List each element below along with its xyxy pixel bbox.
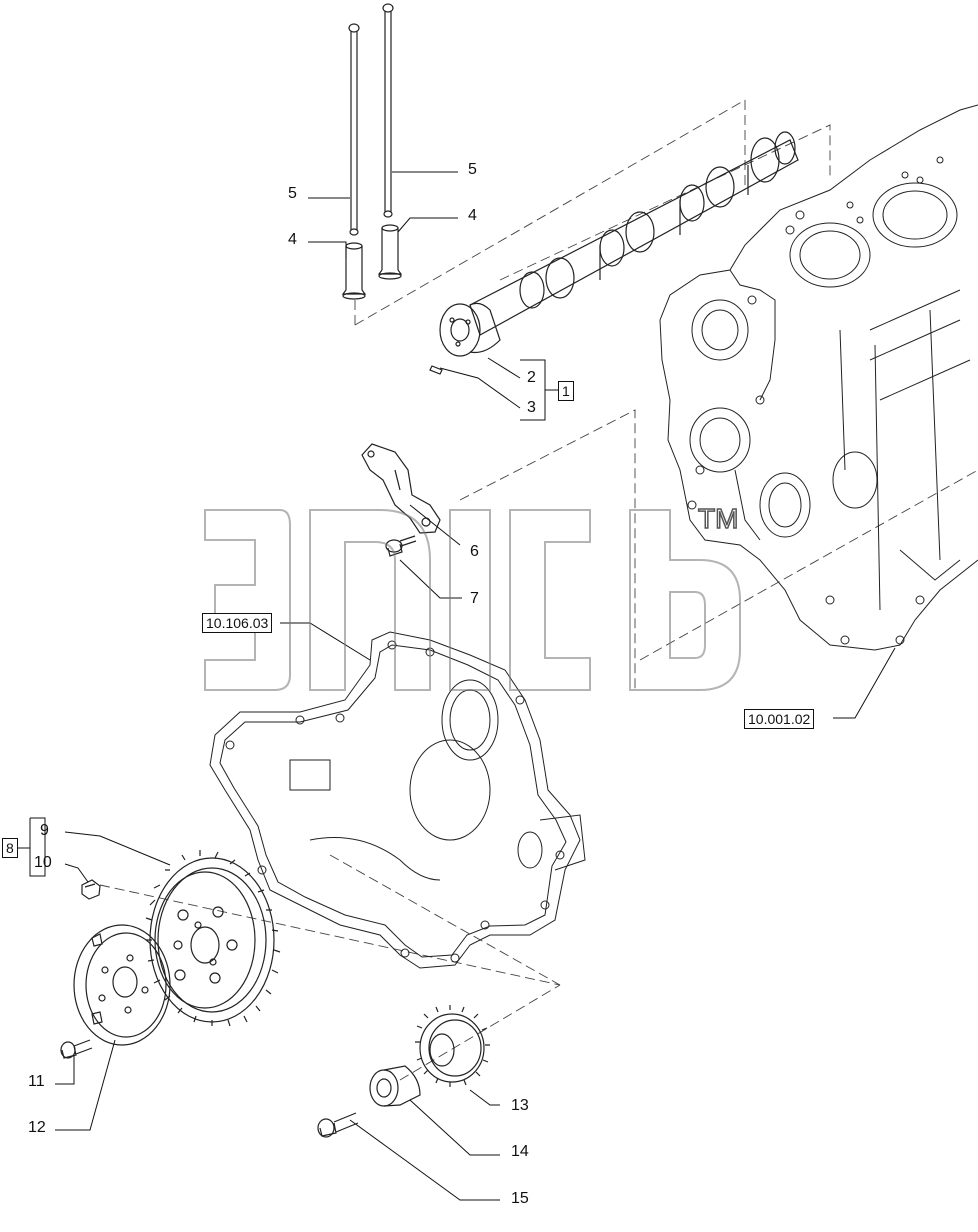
callout-14: 14	[511, 1143, 529, 1160]
bolt-7	[385, 535, 417, 557]
callout-5-right: 5	[468, 161, 477, 178]
callout-3: 3	[527, 399, 536, 416]
callout-4-left: 4	[288, 231, 297, 248]
engine-block	[659, 104, 978, 651]
push-rod-right	[382, 3, 394, 218]
tappet-left	[341, 242, 367, 300]
callout-10: 10	[34, 854, 52, 871]
callout-8: 8	[2, 838, 18, 858]
callout-4-right: 4	[468, 207, 477, 224]
callout-9: 9	[40, 822, 49, 839]
idler-gear	[415, 1005, 490, 1087]
callout-12: 12	[28, 1119, 46, 1136]
idler-hub	[369, 1065, 421, 1107]
callout-15: 15	[511, 1190, 529, 1207]
trademark-symbol: TM	[697, 502, 739, 535]
camshaft	[439, 131, 799, 357]
ref-10-001-02: 10.001.02	[744, 709, 815, 729]
callout-11: 11	[28, 1073, 45, 1090]
nut-10	[81, 879, 101, 900]
callout-7: 7	[470, 590, 479, 607]
callout-5-left: 5	[288, 185, 297, 202]
bolt-15	[317, 1112, 359, 1138]
timing-cover	[209, 631, 586, 969]
construction-lines	[99, 99, 978, 1081]
dowel-pin	[429, 365, 443, 375]
callout-6: 6	[470, 543, 479, 560]
leader-lines	[17, 171, 896, 1201]
callout-2: 2	[527, 369, 536, 386]
ref-10-106-03: 10.106.03	[202, 613, 273, 633]
cam-gear	[145, 850, 281, 1027]
push-rod-left	[348, 23, 360, 236]
callout-1: 1	[558, 381, 574, 401]
bolt-11	[60, 1039, 93, 1059]
callout-13: 13	[511, 1097, 529, 1114]
tappet-right	[377, 224, 403, 280]
thrust-plate	[73, 924, 171, 1046]
